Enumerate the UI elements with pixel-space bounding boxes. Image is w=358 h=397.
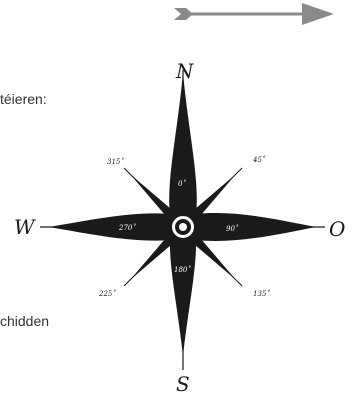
degree-label-225: 225˚ (98, 289, 116, 298)
degree-label-90: 90˚ (226, 224, 239, 233)
degree-label-135: 135˚ (253, 289, 270, 298)
south-point (170, 227, 196, 356)
degree-label-315: 315˚ (107, 157, 124, 166)
arrow-right-icon (174, 3, 334, 25)
west-point (49, 213, 183, 240)
degree-label-180: 180˚ (174, 265, 191, 274)
degree-label-45: 45˚ (252, 155, 266, 164)
degree-label-0: 0˚ (178, 179, 186, 188)
north-label: N (175, 59, 195, 83)
east-label: O (329, 217, 345, 241)
compass-center (171, 215, 195, 239)
east-point (183, 213, 316, 241)
compass-rose-icon (49, 72, 316, 356)
north-point (169, 72, 197, 227)
degree-label-270: 270˚ (118, 223, 136, 232)
west-label: W (14, 215, 36, 239)
south-label: S (176, 372, 190, 396)
